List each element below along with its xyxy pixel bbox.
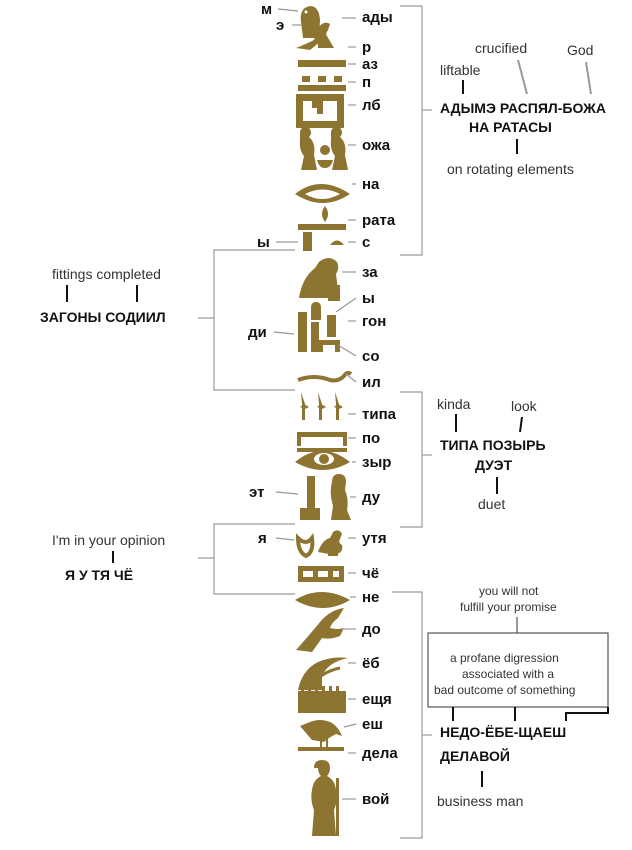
syllable: я	[258, 530, 267, 547]
man-hieroglyph	[299, 127, 348, 170]
group-g4: I'm in your opinion Я У ТЯ ЧЁ	[52, 532, 165, 583]
phrase-g1-line2: НА РАТАСЫ	[469, 119, 552, 135]
vulture-hieroglyph	[296, 22, 334, 50]
gloss-profane-digression: a profane digression	[450, 651, 559, 665]
standing-man-hieroglyph	[311, 760, 339, 836]
sitting-man-hieroglyph	[298, 302, 340, 352]
syllable-connectors	[273, 8, 357, 800]
syllable: ожа	[362, 137, 391, 154]
mouth-hieroglyph	[297, 432, 347, 452]
syllable: за	[362, 264, 378, 281]
syllable: вой	[362, 791, 389, 808]
syllable: со	[362, 348, 380, 365]
mouth-hieroglyph	[298, 566, 344, 582]
seated-woman-hieroglyph	[300, 474, 351, 520]
reeds-hieroglyph	[300, 392, 343, 420]
phrase-g3-line1: ТИПА ПОЗЫРЬ	[440, 437, 546, 453]
syllable: м	[261, 1, 272, 18]
gloss-kinda: kinda	[437, 396, 471, 412]
syllable-labels: м э ады р аз п лб ожа на рата ы с за ы г…	[248, 1, 398, 808]
sickle-hieroglyph	[298, 657, 348, 690]
owl-hieroglyph	[299, 258, 340, 301]
phrase-g3-line2: ДУЭТ	[475, 457, 513, 473]
gloss-associated: associated with a	[462, 667, 554, 681]
phrase-g2: ЗАГОНЫ СОДИИЛ	[40, 309, 166, 325]
group-brackets	[198, 5, 432, 839]
phrase-g5-line2: ДЕЛАВОЙ	[440, 747, 510, 764]
syllable: на	[362, 176, 380, 193]
syllable: с	[362, 234, 370, 251]
bracket-g2	[213, 249, 295, 391]
hieroglyph-column	[295, 6, 353, 836]
syllable: типа	[362, 406, 397, 423]
phrase-g5-line1: НЕДО-ЁБЕ-ЩАЕШ	[440, 724, 566, 740]
gloss-look: look	[511, 398, 538, 414]
bracket-g3	[400, 391, 423, 528]
eye-hieroglyph	[295, 592, 350, 608]
syllable: п	[362, 74, 371, 91]
syllable: не	[362, 589, 379, 606]
bracket-g1	[400, 5, 423, 256]
syllable: ил	[362, 374, 381, 391]
gloss-bad-outcome: bad outcome of something	[434, 683, 575, 697]
digression-box	[427, 632, 609, 708]
bracket-g4	[213, 523, 295, 595]
syllable: аз	[362, 56, 378, 73]
syllable: утя	[362, 530, 387, 547]
courtyard-hieroglyph	[296, 94, 344, 128]
ibis-hieroglyph	[298, 720, 344, 751]
gloss-crucified: crucified	[475, 40, 527, 56]
syllable: э	[276, 17, 284, 34]
syllable: эт	[249, 484, 264, 501]
duck-hieroglyph	[318, 530, 343, 556]
phrase-g4: Я У ТЯ ЧЁ	[65, 567, 133, 583]
comb-hieroglyph	[298, 686, 346, 713]
group-g2: fittings completed ЗАГОНЫ СОДИИЛ	[40, 266, 166, 325]
syllable: чё	[362, 565, 379, 582]
gloss-in-your-opinion: I'm in your opinion	[52, 532, 165, 548]
reed-leaf-hieroglyph	[298, 206, 346, 230]
owl-hieroglyph	[300, 6, 320, 38]
syllable: ду	[362, 489, 381, 506]
group-g5: you will not fulfill your promise a prof…	[427, 584, 609, 809]
syllable: зыр	[362, 454, 391, 471]
gloss-you-will-not: you will not	[479, 584, 539, 598]
rope-loop-hieroglyph	[295, 532, 315, 559]
syllable: рата	[362, 212, 396, 229]
gloss-business-man: business man	[437, 793, 523, 809]
syllable: еш	[362, 716, 383, 733]
bread-loaf-hieroglyph	[303, 232, 344, 251]
syllable: ещя	[362, 691, 392, 708]
eye-hieroglyph	[295, 184, 350, 203]
gloss-fittings-completed: fittings completed	[52, 266, 161, 282]
gloss-liftable: liftable	[440, 62, 481, 78]
gloss-fulfill-promise: fulfill your promise	[460, 600, 557, 614]
syllable: дела	[362, 745, 398, 762]
flying-bird-hieroglyph	[296, 608, 344, 652]
door-bolt-hieroglyph	[298, 60, 346, 91]
eye-hieroglyph	[295, 451, 350, 470]
group-g1: liftable crucified God АДЫМЭ РАСПЯЛ-БОЖА…	[440, 40, 606, 177]
syllable: ады	[362, 9, 393, 26]
group-g3: kinda look ТИПА ПОЗЫРЬ ДУЭТ duet	[437, 396, 546, 512]
syllable: гон	[362, 313, 386, 330]
phrase-g1-line1: АДЫМЭ РАСПЯЛ-БОЖА	[440, 100, 606, 116]
syllable: по	[362, 430, 380, 447]
syllable: лб	[362, 97, 381, 114]
syllable: ы	[362, 290, 375, 307]
syllable: до	[362, 621, 381, 638]
bracket-g5	[392, 591, 423, 839]
cobra-hieroglyph	[297, 370, 353, 383]
syllable: р	[362, 39, 371, 56]
gloss-god: God	[567, 42, 593, 58]
syllable: ы	[257, 234, 270, 251]
syllable: ди	[248, 324, 267, 341]
gloss-rotating-elements: on rotating elements	[447, 161, 574, 177]
gloss-duet: duet	[478, 496, 505, 512]
syllable: ёб	[362, 655, 380, 672]
